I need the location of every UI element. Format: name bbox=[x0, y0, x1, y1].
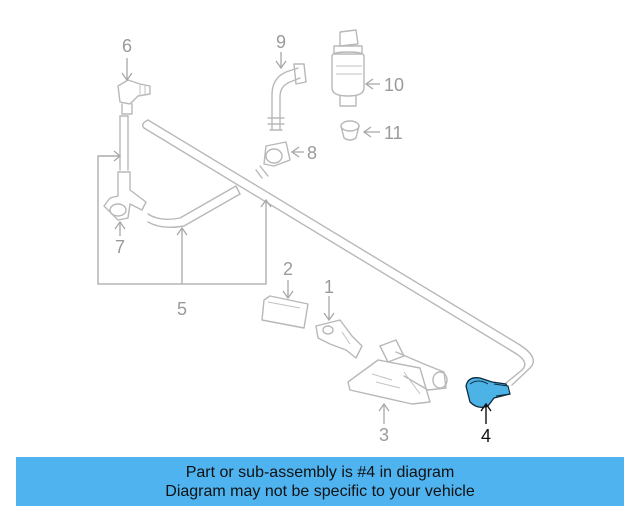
callout-10: 10 bbox=[384, 75, 404, 95]
callout-2: 2 bbox=[283, 259, 293, 279]
leader-11 bbox=[362, 126, 380, 138]
callout-3: 3 bbox=[379, 425, 389, 445]
part-9-curved-hose bbox=[267, 63, 307, 131]
part-1-nozzle bbox=[315, 319, 363, 359]
washer-hose-main bbox=[141, 119, 534, 386]
leader-10 bbox=[364, 78, 380, 90]
callout-9: 9 bbox=[276, 32, 286, 52]
leader-9 bbox=[275, 52, 287, 70]
part-2-cover bbox=[261, 295, 309, 329]
part-8-grommet bbox=[255, 141, 291, 179]
leader-6 bbox=[121, 58, 133, 82]
part-7-t-connector bbox=[103, 171, 147, 221]
callout-6: 6 bbox=[122, 36, 132, 56]
leader-3 bbox=[378, 402, 390, 424]
callout-5-bracket bbox=[97, 150, 272, 285]
callout-11: 11 bbox=[384, 123, 403, 143]
part-10-pump bbox=[331, 29, 365, 107]
part-4-washer-nozzle bbox=[465, 377, 511, 408]
info-banner: Part or sub-assembly is #4 in diagram Di… bbox=[16, 457, 624, 506]
leader-1 bbox=[323, 296, 335, 322]
callout-1: 1 bbox=[324, 277, 334, 297]
banner-line-2: Diagram may not be specific to your vehi… bbox=[165, 482, 475, 500]
callout-8: 8 bbox=[307, 143, 317, 163]
callout-7: 7 bbox=[115, 237, 125, 257]
leader-8 bbox=[290, 146, 304, 158]
part-11-grommet bbox=[340, 120, 360, 141]
banner-line-1: Part or sub-assembly is #4 in diagram bbox=[185, 463, 455, 481]
hose-segment-6-7 bbox=[119, 115, 129, 171]
part-3-bracket-assembly bbox=[347, 339, 448, 405]
callout-5: 5 bbox=[177, 299, 187, 319]
bent-hose bbox=[147, 185, 241, 229]
part-6-elbow-connector bbox=[117, 79, 151, 115]
leader-7 bbox=[114, 220, 126, 236]
callout-4: 4 bbox=[481, 426, 491, 446]
leader-4 bbox=[480, 402, 492, 424]
leader-2 bbox=[282, 280, 294, 300]
